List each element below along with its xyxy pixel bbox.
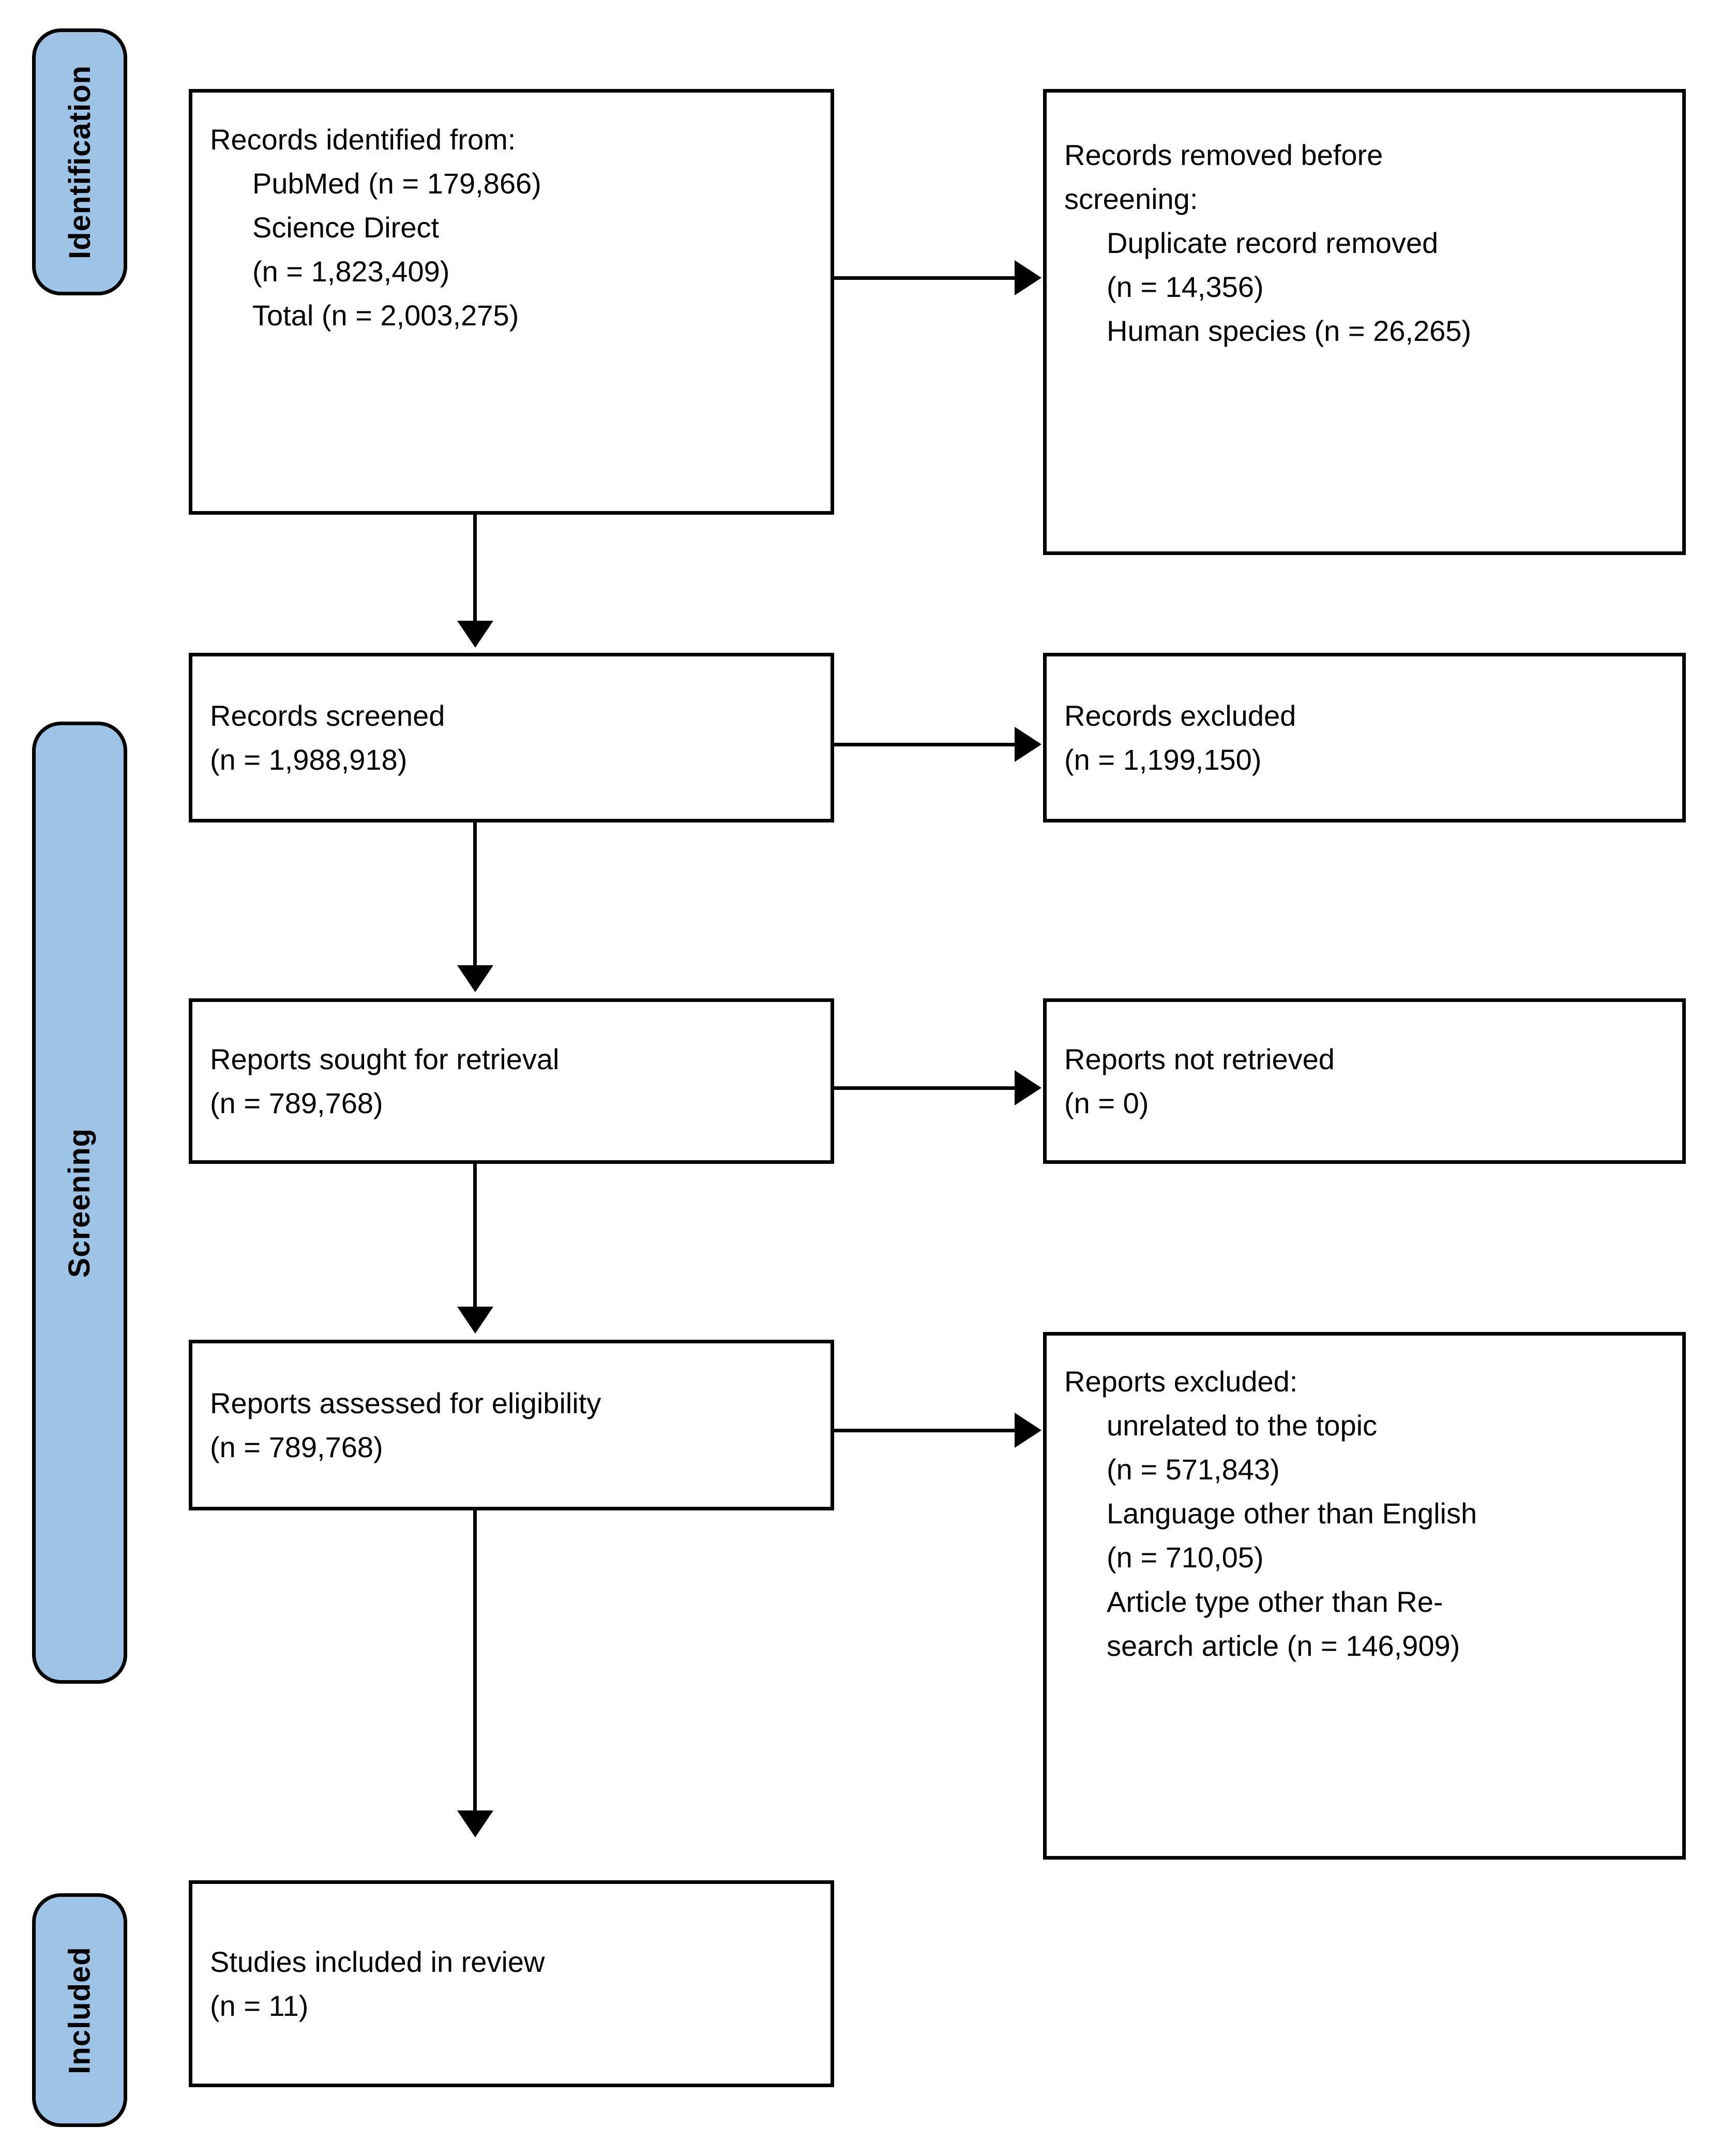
connector-screened-to-sought	[473, 822, 477, 970]
reports-excluded-line-6: Article type other than Re-	[1107, 1585, 1443, 1618]
connector-assessed-to-studies-included	[473, 1510, 477, 1816]
box-studies-included: Studies included in review (n = 11)	[189, 1880, 834, 2087]
reports-excluded-line-4: Language other than English	[1107, 1497, 1477, 1530]
reports-assessed-line-1: Reports assessed for eligibility	[210, 1386, 601, 1419]
box-records-excluded: Records excluded (n = 1,199,150)	[1043, 653, 1686, 822]
reports-excluded-line-1: Reports excluded:	[1064, 1365, 1298, 1398]
stage-label-included-text: Included	[63, 1946, 97, 2074]
records-removed-line-1: Records removed before	[1064, 133, 1665, 177]
records-removed-line-2-plain: :	[1189, 183, 1198, 216]
box-reports-excluded: Reports excluded: unrelated to the topic…	[1043, 1332, 1686, 1860]
records-removed-line-1-italic: before	[1301, 139, 1383, 171]
stage-label-identification-text: Identification	[63, 65, 97, 259]
box-reports-assessed: Reports assessed for eligibility (n = 78…	[189, 1340, 834, 1510]
reports-not-retrieved-line-2: (n = 0)	[1064, 1087, 1149, 1119]
connector-sought-to-assessed	[473, 1164, 477, 1311]
reports-assessed-line-2: (n = 789,768)	[210, 1431, 383, 1463]
reports-sought-line-1: Reports sought for retrieval	[210, 1042, 560, 1075]
arrowhead-screened-to-sought	[457, 965, 493, 992]
records-identified-line-1: Records identified from:	[210, 123, 516, 156]
connector-identified-to-removed	[834, 276, 1016, 280]
records-identified-line-4: (n = 1,823,409)	[252, 255, 450, 288]
records-identified-line-5: Total (n = 2,003,275)	[252, 299, 519, 332]
stage-label-screening: Screening	[32, 722, 127, 1684]
box-records-removed: Records removed before screening: Duplic…	[1043, 89, 1686, 555]
arrowhead-screened-to-excluded	[1015, 727, 1041, 762]
arrowhead-assessed-to-studies-included	[457, 1810, 493, 1837]
records-removed-line-1-plain: Records removed	[1064, 139, 1301, 171]
arrowhead-sought-to-not-retrieved	[1015, 1070, 1041, 1105]
reports-excluded-line-5: (n = 710,05)	[1107, 1541, 1264, 1574]
records-removed-line-4: (n = 14,356)	[1107, 271, 1264, 304]
arrowhead-identified-to-screened	[457, 621, 493, 648]
connector-screened-to-excluded	[834, 743, 1016, 746]
stage-label-screening-text: Screening	[63, 1128, 97, 1278]
studies-included-line-2: (n = 11)	[210, 1989, 309, 2022]
records-identified-line-2: PubMed (n = 179,866)	[252, 167, 541, 200]
records-removed-line-2: screening:	[1064, 177, 1665, 221]
connector-identified-to-screened	[473, 515, 477, 626]
records-removed-line-3: Duplicate record removed	[1107, 227, 1439, 260]
reports-excluded-line-3: (n = 571,843)	[1107, 1453, 1280, 1486]
box-reports-sought: Reports sought for retrieval (n = 789,76…	[189, 998, 834, 1164]
reports-excluded-line-7: search article (n = 146,909)	[1107, 1629, 1460, 1662]
records-screened-line-1: Records screened	[210, 699, 445, 732]
studies-included-line-1: Studies included in review	[210, 1945, 545, 1978]
box-reports-not-retrieved: Reports not retrieved (n = 0)	[1043, 998, 1686, 1164]
records-excluded-line-2: (n = 1,199,150)	[1064, 743, 1262, 776]
records-identified-line-3: Science Direct	[252, 211, 440, 244]
box-records-screened: Records screened (n = 1,988,918)	[189, 653, 834, 822]
records-removed-line-5: Human species (n = 26,265)	[1107, 315, 1472, 348]
arrowhead-identified-to-removed	[1015, 260, 1041, 295]
connector-sought-to-not-retrieved	[834, 1086, 1016, 1090]
records-screened-line-2: (n = 1,988,918)	[210, 743, 407, 776]
reports-not-retrieved-line-1: Reports not retrieved	[1064, 1042, 1335, 1075]
reports-sought-line-2: (n = 789,768)	[210, 1087, 383, 1119]
stage-label-identification: Identification	[32, 28, 127, 295]
arrowhead-assessed-to-reports-excluded	[1015, 1413, 1041, 1448]
stage-label-included: Included	[32, 1893, 127, 2127]
connector-assessed-to-reports-excluded	[834, 1429, 1016, 1432]
records-excluded-line-1: Records excluded	[1064, 699, 1296, 732]
records-removed-line-2-italic: screening	[1064, 183, 1190, 216]
box-records-identified: Records identified from: PubMed (n = 179…	[189, 89, 834, 515]
arrowhead-sought-to-assessed	[457, 1307, 493, 1334]
reports-excluded-line-2: unrelated to the topic	[1107, 1409, 1378, 1442]
